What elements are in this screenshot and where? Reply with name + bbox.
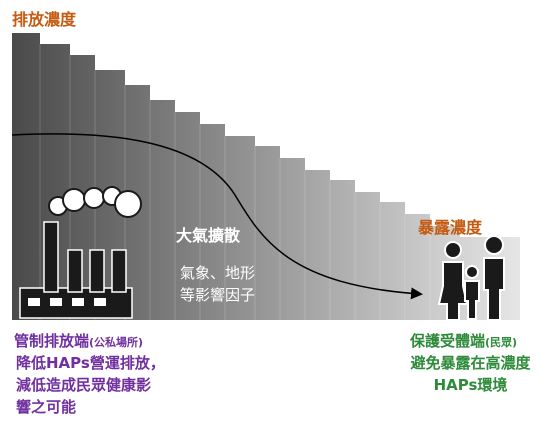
source-description: 降低HAPs營運排放， 減低造成民眾健康影 響之可能 — [16, 352, 165, 418]
emission-concentration-label: 排放濃度 — [12, 10, 77, 29]
source-desc-line-3: 響之可能 — [16, 398, 77, 416]
smoke-icon — [48, 186, 142, 218]
dispersion-arrow — [11, 133, 423, 300]
factory-icon — [19, 221, 133, 319]
source-desc-line-1: 降低HAPs營運排放， — [16, 354, 165, 372]
source-title-text: 管制排放端 — [14, 332, 90, 350]
source-qualifier: (公私場所) — [89, 336, 144, 349]
receptor-protection-title: 保護受體端(民眾) — [410, 330, 517, 351]
factors-line-2: 等影響因子 — [180, 286, 256, 304]
receptor-title-text: 保護受體端 — [410, 332, 486, 350]
source-control-title: 管制排放端(公私場所) — [14, 330, 143, 351]
dispersion-label: 大氣擴散 — [176, 226, 241, 245]
receptor-description: 避免暴露在高濃度 HAPs環境 — [398, 352, 543, 396]
exposure-concentration-label: 暴露濃度 — [418, 218, 483, 237]
receptor-qualifier: (民眾) — [485, 336, 518, 349]
family-icon — [437, 235, 505, 321]
influencing-factors: 氣象、地形 等影響因子 — [180, 262, 255, 306]
factors-line-1: 氣象、地形 — [180, 264, 256, 282]
receptor-desc-line-2: HAPs環境 — [433, 376, 508, 394]
receptor-desc-line-1: 避免暴露在高濃度 — [410, 354, 531, 372]
source-desc-line-2: 減低造成民眾健康影 — [16, 376, 152, 394]
